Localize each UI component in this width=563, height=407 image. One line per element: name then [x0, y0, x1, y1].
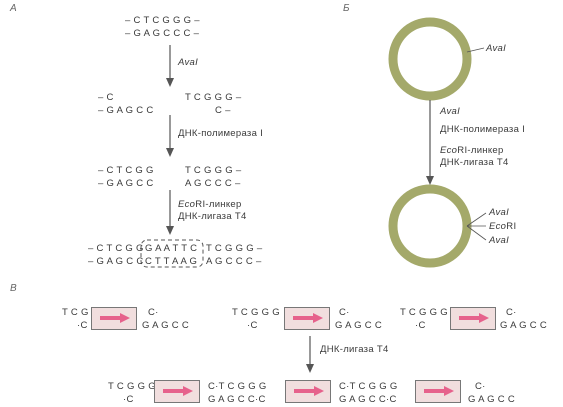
filled-right-top: T C G G G – [185, 165, 242, 176]
arrow-head-icon [166, 148, 174, 157]
plasmid-step-linker: EcoRI-линкер [440, 145, 504, 156]
plasmid-linker-rest: RI-линкер [457, 145, 504, 156]
panel-a-arrows [166, 45, 174, 235]
plasmid-step-ligase: ДНК-лигаза Т4 [440, 157, 509, 168]
step-enzyme-label: AvaI [178, 57, 199, 68]
linker-box [450, 307, 496, 330]
right-arrow-icon [424, 386, 454, 396]
fragment-2-left-top: T C G G G [232, 307, 280, 318]
right-arrow-icon [293, 313, 323, 323]
fragment-3-right-bottom: G A G C C [500, 320, 548, 331]
final-top-mid: G A A T T C [145, 243, 198, 254]
site-callout-lines [466, 212, 487, 241]
cut-left-bottom: – G A G C C [98, 105, 154, 116]
right-arrow-icon [459, 313, 489, 323]
result-site-ava-1: AvaI [489, 207, 510, 218]
filled-left-top: – C T C G G [98, 165, 154, 176]
ligase-step-label: ДНК-лигаза Т4 [320, 344, 389, 355]
fragment-2-right-top: C· [339, 307, 350, 318]
concat-right-bottom: G A G C C [468, 394, 516, 405]
panel-b-label: Б [343, 3, 350, 14]
fragment-1-left-bottom: ·C [77, 320, 88, 331]
fragment-1-right-top: C· [148, 307, 159, 318]
linker-rest-text: RI-линкер [195, 199, 242, 210]
fragment-3-right-top: C· [506, 307, 517, 318]
cut-right-top: T C G G G – [185, 92, 242, 103]
result-site-ri: RI [506, 221, 517, 232]
concat-left-bottom: ·C [123, 394, 134, 405]
result-site-ecori: EcoRI [489, 221, 516, 232]
plasmid-circle-bottom [388, 184, 472, 268]
plasmid-step-polymerase: ДНК-полимераза I [440, 124, 526, 135]
result-site-ava-2: AvaI [489, 235, 510, 246]
arrow-head-icon [306, 364, 314, 373]
step-polymerase-label: ДНК-полимераза I [178, 128, 264, 139]
linker-box [285, 380, 331, 403]
concat-junction-2-bottom: G A G C C·C [339, 394, 397, 405]
right-arrow-icon [294, 386, 324, 396]
fragment-1-left-top: T C G G G [62, 307, 110, 318]
linker-box [415, 380, 461, 403]
final-bottom-mid: C T T A A G [145, 256, 198, 267]
filled-left-bottom: – G A G C C [98, 178, 154, 189]
fragment-2-left-bottom: ·C [247, 320, 258, 331]
linker-box [91, 307, 137, 330]
panel-c-label: В [10, 283, 17, 294]
fragment-2-right-bottom: G A G C C [335, 320, 383, 331]
cut-right-bottom: C – [215, 105, 231, 116]
linker-box [154, 380, 200, 403]
right-arrow-icon [163, 386, 193, 396]
dna-initial-top: – C T C G G G – [125, 15, 200, 26]
cut-left-top: – C [98, 92, 114, 103]
plasmid-site-label: AvaI [486, 43, 507, 54]
concat-right-top: C· [475, 381, 486, 392]
panel-a-label: А [10, 3, 17, 14]
right-arrow-icon [100, 313, 130, 323]
final-bottom-left: – G A G C C [88, 256, 144, 267]
step-linker-label: EcoRI-линкер [178, 199, 242, 210]
arrow-head-icon [166, 78, 174, 87]
fragment-3-left-top: T C G G G [400, 307, 448, 318]
result-site-eco: Eco [489, 221, 507, 232]
concat-junction-1-top: C·T C G G G [208, 381, 267, 392]
step-ligase-label: ДНК-лигаза Т4 [178, 211, 247, 222]
linker-dashed-box [140, 239, 204, 268]
plasmid-step-enzyme: AvaI [440, 106, 461, 117]
arrow-head-icon [166, 226, 174, 235]
linker-eco-text: Eco [178, 199, 196, 210]
plasmid-circle-top [388, 17, 472, 101]
fragment-3-left-bottom: ·C [415, 320, 426, 331]
fragment-1-right-bottom: G A G C C [142, 320, 190, 331]
final-bottom-right: A G C C C – [206, 256, 262, 267]
concat-left-top: T C G G G [108, 381, 156, 392]
final-top-right: T C G G G – [206, 243, 263, 254]
dna-initial-bottom: – G A G C C C – [125, 28, 200, 39]
concat-junction-1-bottom: G A G C C·C [208, 394, 266, 405]
linker-box [284, 307, 330, 330]
concat-junction-2-top: C·T C G G G [339, 381, 398, 392]
final-top-left: – C T C G G [88, 243, 144, 254]
plasmid-linker-eco: Eco [440, 145, 458, 156]
filled-right-bottom: A G C C C – [185, 178, 241, 189]
arrow-head-icon [426, 176, 434, 185]
